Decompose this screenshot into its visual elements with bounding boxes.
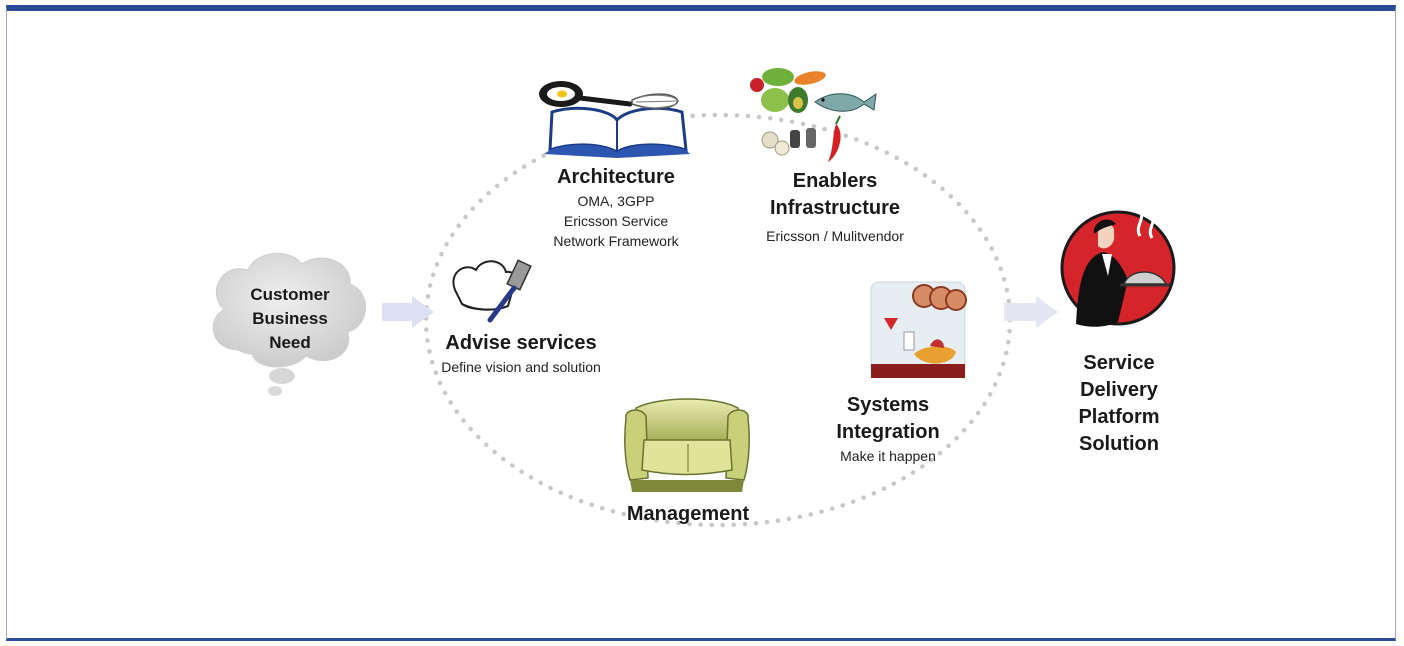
ingredients-icon bbox=[750, 68, 877, 162]
management-title: Management bbox=[626, 503, 750, 525]
customer-need-label: Customer Business Need bbox=[232, 283, 348, 355]
enablers-block: Enablers Infrastructure Ericsson / Mulit… bbox=[748, 168, 922, 246]
solution-line-4: Solution bbox=[1079, 433, 1159, 455]
architecture-line-3: Network Framework bbox=[553, 233, 679, 249]
solution-line-3: Platform bbox=[1078, 406, 1160, 428]
advise-block: Advise services Define vision and soluti… bbox=[418, 330, 624, 377]
thought-cloud-icon bbox=[212, 252, 366, 396]
enablers-title-1: Enablers bbox=[792, 170, 878, 192]
systems-title-1: Systems bbox=[846, 394, 930, 416]
kitchen-icon bbox=[870, 281, 967, 378]
chef-hat-icon bbox=[452, 259, 532, 323]
systems-title-2: Integration bbox=[836, 421, 940, 443]
enablers-title-2: Infrastructure bbox=[769, 197, 901, 219]
arrow-to-cycle bbox=[382, 296, 434, 328]
cloud-line-3: Need bbox=[269, 333, 311, 352]
architecture-line-1: OMA, 3GPP bbox=[577, 193, 655, 209]
solution-line-2: Delivery bbox=[1080, 379, 1158, 401]
solution-block: Service Delivery Platform Solution bbox=[1058, 350, 1180, 458]
cloud-line-1: Customer bbox=[250, 285, 330, 304]
enablers-sub: Ericsson / Mulitvendor bbox=[766, 228, 904, 244]
cookbook-icon bbox=[539, 81, 690, 158]
systems-block: Systems Integration Make it happen bbox=[818, 392, 958, 466]
architecture-block: Architecture OMA, 3GPP Ericsson Service … bbox=[528, 164, 704, 251]
architecture-line-2: Ericsson Service bbox=[563, 213, 669, 229]
cloud-line-2: Business bbox=[252, 309, 328, 328]
waiter-icon bbox=[1060, 207, 1176, 327]
solution-line-1: Service bbox=[1083, 352, 1155, 374]
management-block: Management bbox=[610, 501, 766, 528]
advise-title: Advise services bbox=[445, 332, 597, 354]
systems-sub: Make it happen bbox=[840, 448, 936, 464]
arrow-to-solution bbox=[1004, 296, 1058, 328]
armchair-icon bbox=[624, 398, 750, 492]
architecture-title: Architecture bbox=[557, 166, 675, 188]
advise-sub: Define vision and solution bbox=[441, 359, 601, 375]
